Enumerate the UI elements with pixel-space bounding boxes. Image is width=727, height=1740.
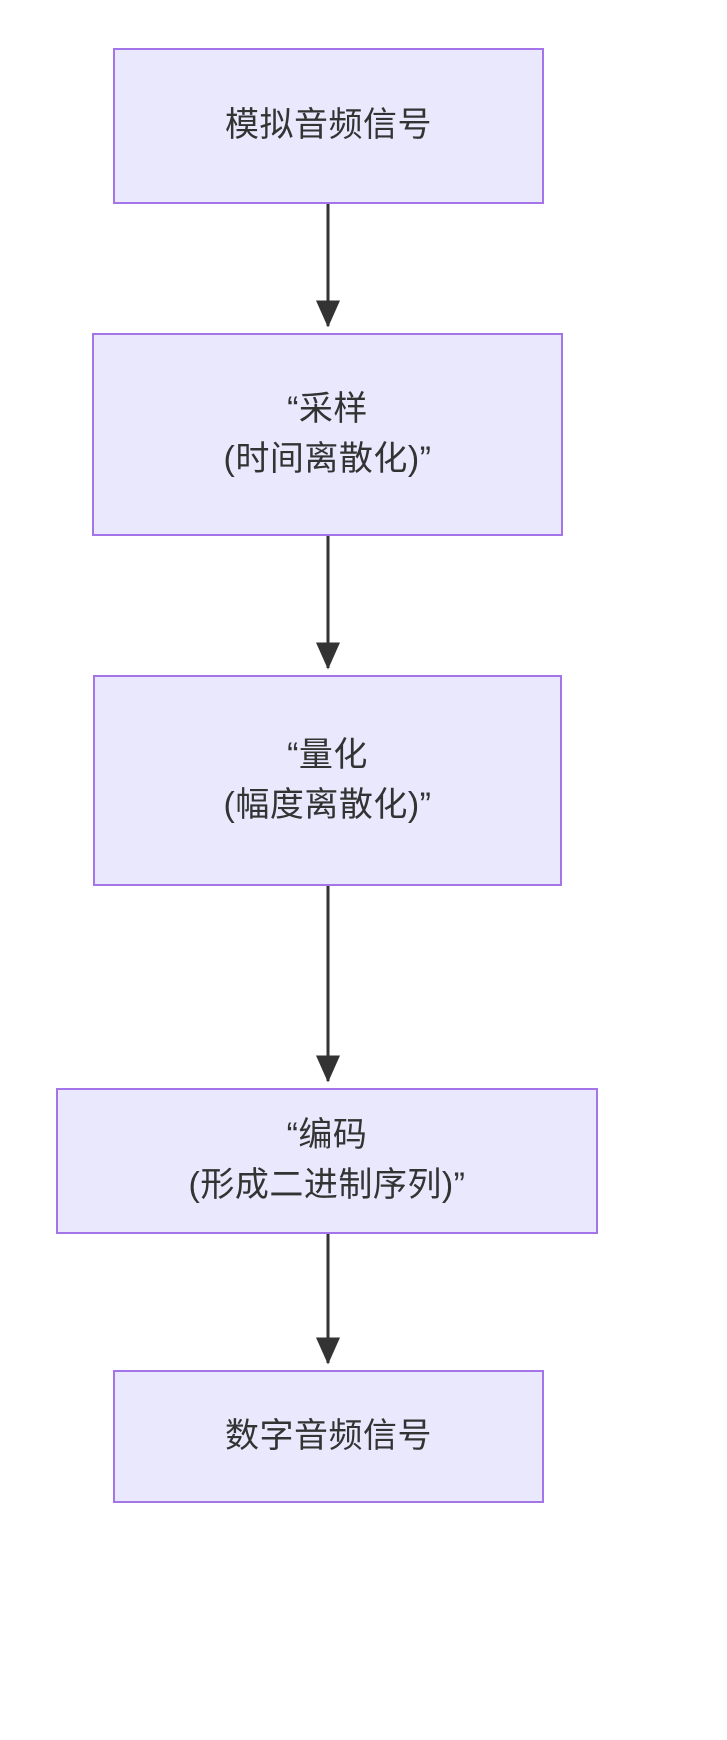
node-label: 模拟音频信号	[225, 106, 432, 145]
node-digital-audio-signal[interactable]: 数字音频信号	[113, 1370, 544, 1503]
node-sampling[interactable]: “采样 (时间离散化)”	[92, 333, 563, 536]
node-analog-audio-signal[interactable]: 模拟音频信号	[113, 48, 544, 204]
node-quantization[interactable]: “量化 (幅度离散化)”	[93, 675, 562, 886]
node-label: “量化 (幅度离散化)”	[223, 735, 432, 824]
node-encoding[interactable]: “编码 (形成二进制序列)”	[56, 1088, 598, 1234]
node-label: “编码 (形成二进制序列)”	[188, 1116, 466, 1204]
node-label: 数字音频信号	[225, 1416, 432, 1455]
node-label: “采样 (时间离散化)”	[223, 389, 432, 478]
